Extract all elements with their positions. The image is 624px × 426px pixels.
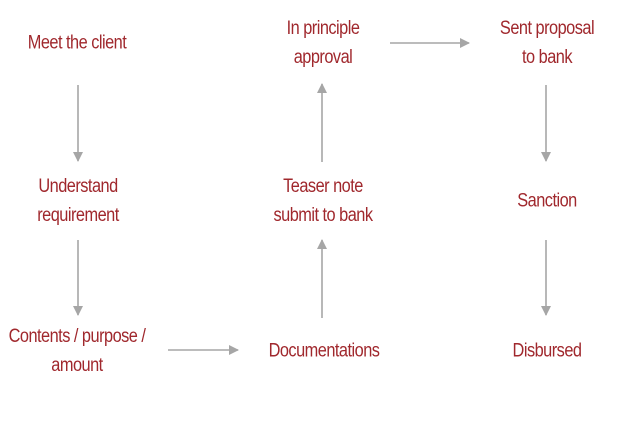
node-label-line: Understand (38, 176, 118, 197)
node-teaser-note: Teaser note submit to bank (273, 172, 373, 230)
node-label-line: In principle (286, 18, 360, 39)
node-label-line: requirement (37, 205, 119, 226)
node-understand-requirement: Understand requirement (37, 172, 119, 230)
node-label-line: amount (51, 355, 103, 376)
node-label-line: Disbursed (512, 340, 582, 362)
node-contents-purpose-amount: Contents / purpose / amount (9, 322, 146, 380)
node-label-line: submit to bank (273, 205, 373, 226)
node-label-line: Meet the client (27, 32, 127, 54)
node-label-line: Documentations (268, 340, 380, 362)
node-label-line: Teaser note (283, 176, 363, 197)
node-sanction: Sanction (517, 187, 577, 216)
node-label-line: Contents / purpose / (8, 326, 146, 347)
node-disbursed: Disbursed (513, 337, 582, 366)
node-label-line: to bank (521, 47, 573, 68)
node-in-principle-approval: In principle approval (287, 14, 360, 72)
node-meet-the-client: Meet the client (28, 29, 127, 58)
node-label-line: Sent proposal (499, 18, 595, 39)
node-label-line: approval (293, 47, 353, 68)
node-documentations: Documentations (269, 337, 380, 366)
node-label-line: Sanction (517, 190, 577, 212)
node-sent-proposal: Sent proposal to bank (499, 14, 595, 72)
